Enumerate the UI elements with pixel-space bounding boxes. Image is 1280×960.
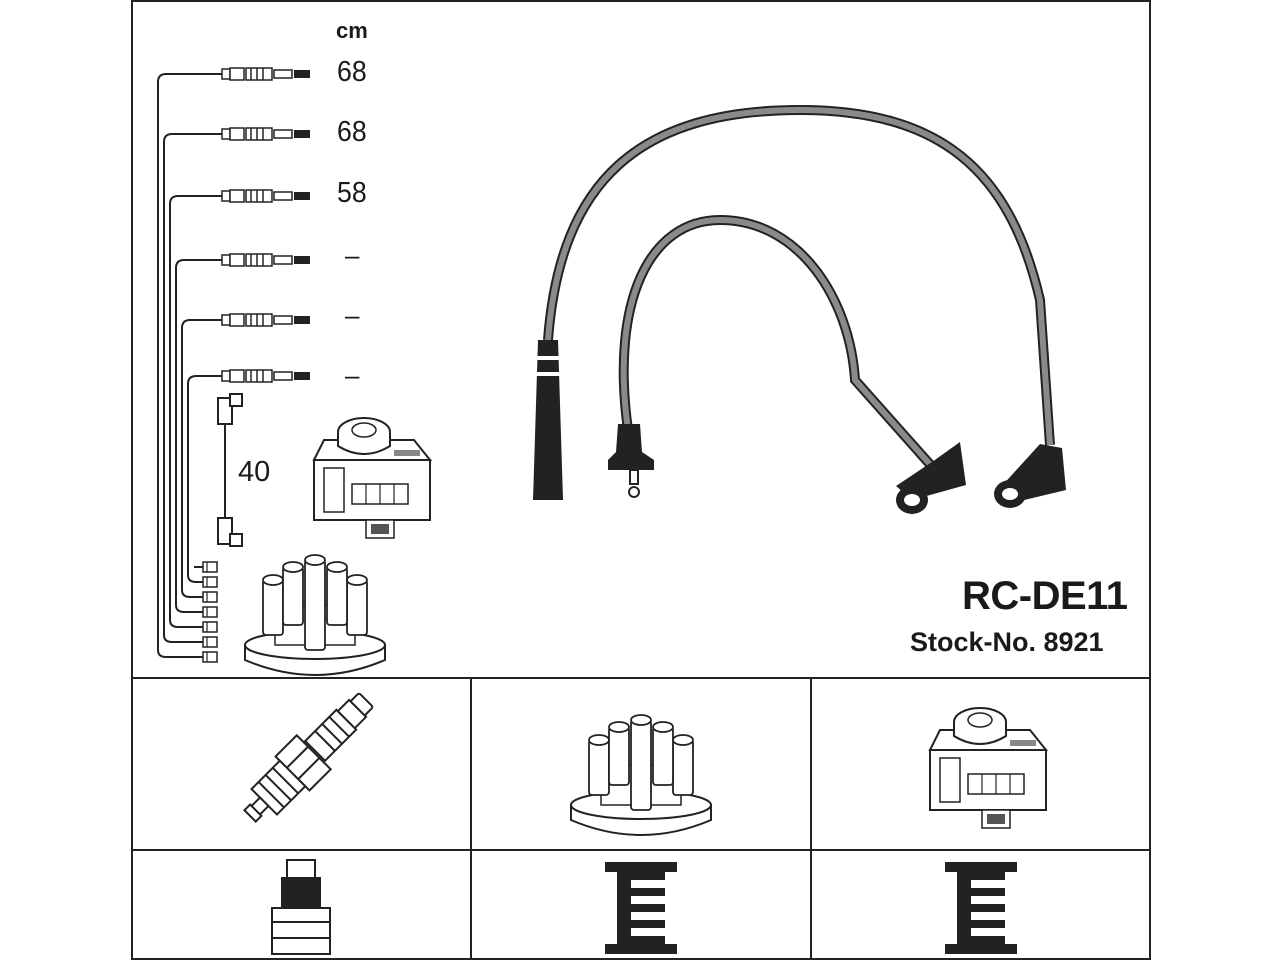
- cable-boot-angled: [896, 442, 1066, 514]
- spark-plug-icon: [243, 692, 374, 823]
- cap-terminal: [202, 591, 218, 603]
- cable-length-6: –: [345, 360, 360, 390]
- cable-terminal-coil: [608, 424, 654, 498]
- coil-connector-icon: [945, 862, 1017, 954]
- cap-terminal: [202, 606, 218, 618]
- distributor-cap-icon: [570, 714, 712, 836]
- spark-plug-connector: [221, 253, 311, 267]
- distributor-cap-icon: [244, 554, 386, 676]
- spark-plug-connector: [221, 67, 311, 81]
- cap-connector-icon: [605, 862, 677, 954]
- ignition-cables-illustration: [543, 104, 1055, 474]
- product-code: RC-DE11: [962, 574, 1128, 618]
- plug-boot-icon: [271, 859, 331, 955]
- ignition-coil-icon: [313, 417, 431, 539]
- spark-plug-connector: [221, 189, 311, 203]
- cap-terminal: [202, 576, 218, 588]
- cable-length-1: 68: [337, 56, 367, 88]
- cable-set-schematic: [157, 73, 222, 658]
- cable-boot-straight: [533, 340, 563, 500]
- coil-lead-length: 40: [238, 456, 271, 488]
- cable-length-5: –: [345, 300, 360, 330]
- spark-plug-connector: [221, 127, 311, 141]
- coil-lead-schematic: [217, 393, 243, 547]
- spark-plug-connector: [221, 313, 311, 327]
- stock-number: Stock-No. 8921: [910, 627, 1104, 657]
- cap-terminal: [202, 561, 218, 573]
- cap-terminal: [202, 651, 218, 663]
- cable-length-2: 68: [337, 116, 367, 148]
- cable-length-3: 58: [337, 177, 367, 209]
- spark-plug-connector: [221, 369, 311, 383]
- cap-terminal: [202, 621, 218, 633]
- cable-length-4: –: [345, 240, 360, 270]
- length-unit-label: cm: [336, 18, 368, 43]
- cap-terminal: [202, 636, 218, 648]
- ignition-coil-icon: [929, 707, 1047, 829]
